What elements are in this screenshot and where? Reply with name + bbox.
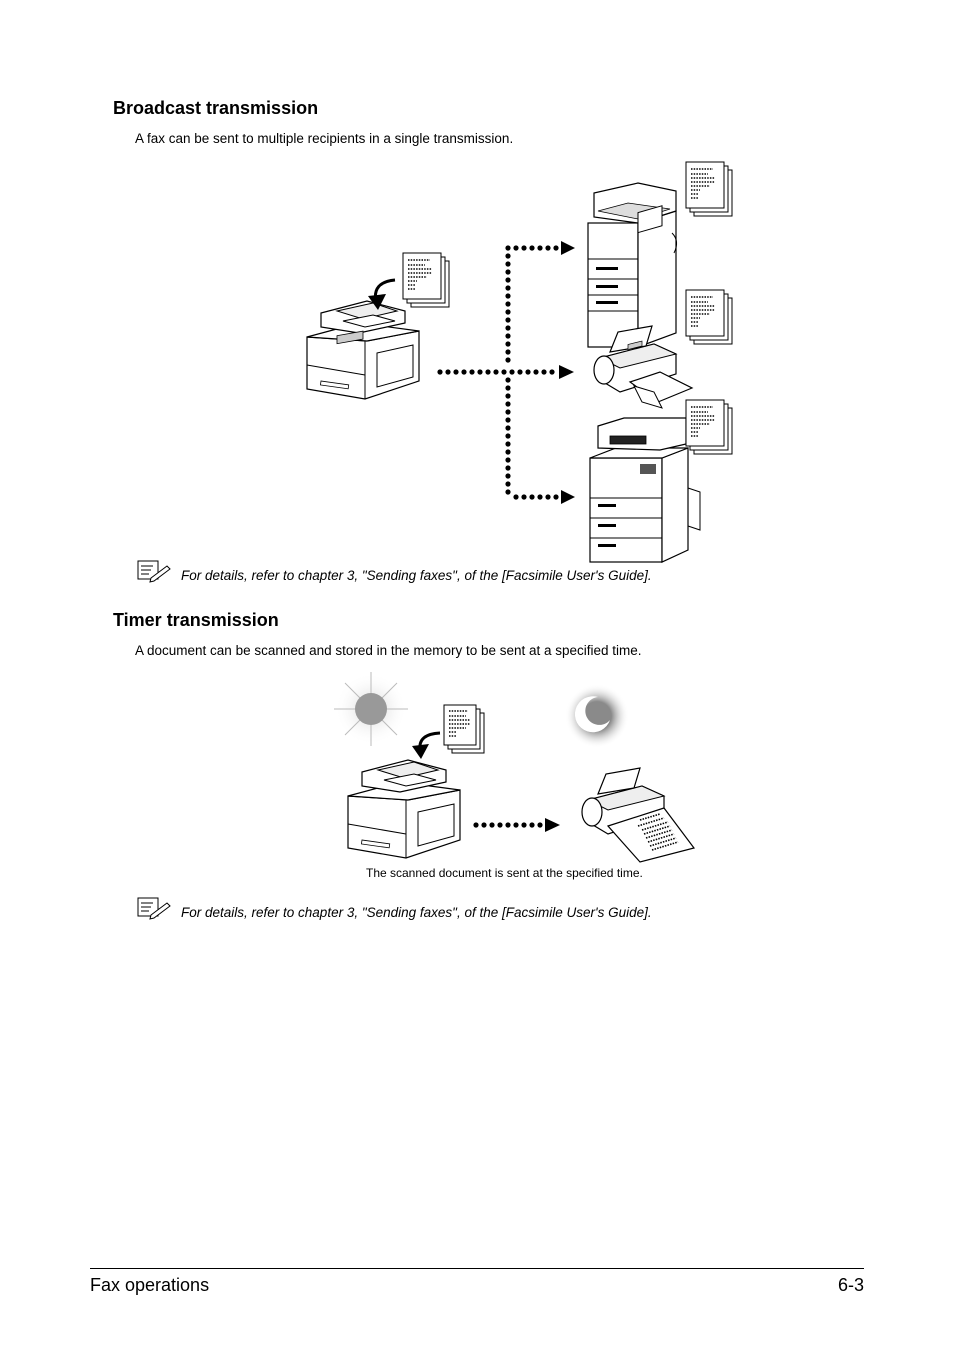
- document-stack-icon: [402, 252, 450, 308]
- dotted-line-bottom: [513, 494, 559, 500]
- arrow-icon: [561, 490, 575, 504]
- dotted-line-main: [437, 369, 555, 375]
- footer-rule: [90, 1268, 864, 1269]
- arrow-icon: [545, 818, 560, 832]
- timer-dotted-arrow: [473, 818, 560, 832]
- recipient-copier-icon: [587, 182, 678, 348]
- moon-icon: [565, 684, 629, 748]
- recipient-office-copier-icon: [589, 417, 701, 563]
- arrow-icon: [561, 241, 575, 255]
- heading-broadcast-transmission: Broadcast transmission: [113, 98, 319, 118]
- sun-icon: [334, 672, 408, 746]
- scan-arrow-icon: [373, 278, 396, 303]
- footer-page-number: 6-3: [837, 1275, 864, 1295]
- broadcast-description: A fax can be sent to multiple recipients…: [135, 131, 514, 146]
- scan-arrow-icon: [418, 731, 441, 751]
- broadcast-note: For details, refer to chapter 3, "Sendin…: [181, 568, 652, 583]
- footer-section-title: Fax operations: [90, 1275, 210, 1295]
- note-pencil-icon: [137, 897, 171, 920]
- arrow-icon: [559, 365, 574, 379]
- document-stack-icon: [443, 704, 485, 754]
- timer-caption: The scanned document is sent at the spec…: [366, 866, 643, 880]
- dotted-line-vertical: [505, 245, 511, 495]
- recipient-fax-icon: [593, 325, 694, 409]
- heading-timer-transmission: Timer transmission: [113, 610, 279, 630]
- timer-description: A document can be scanned and stored in …: [135, 643, 642, 658]
- timer-note: For details, refer to chapter 3, "Sendin…: [181, 905, 652, 920]
- source-mfp-icon: [306, 300, 420, 400]
- fax-machine-icon: [581, 767, 696, 863]
- note-pencil-icon: [137, 560, 171, 583]
- mfp-printer-icon: [347, 759, 461, 859]
- dotted-line-top: [513, 245, 559, 251]
